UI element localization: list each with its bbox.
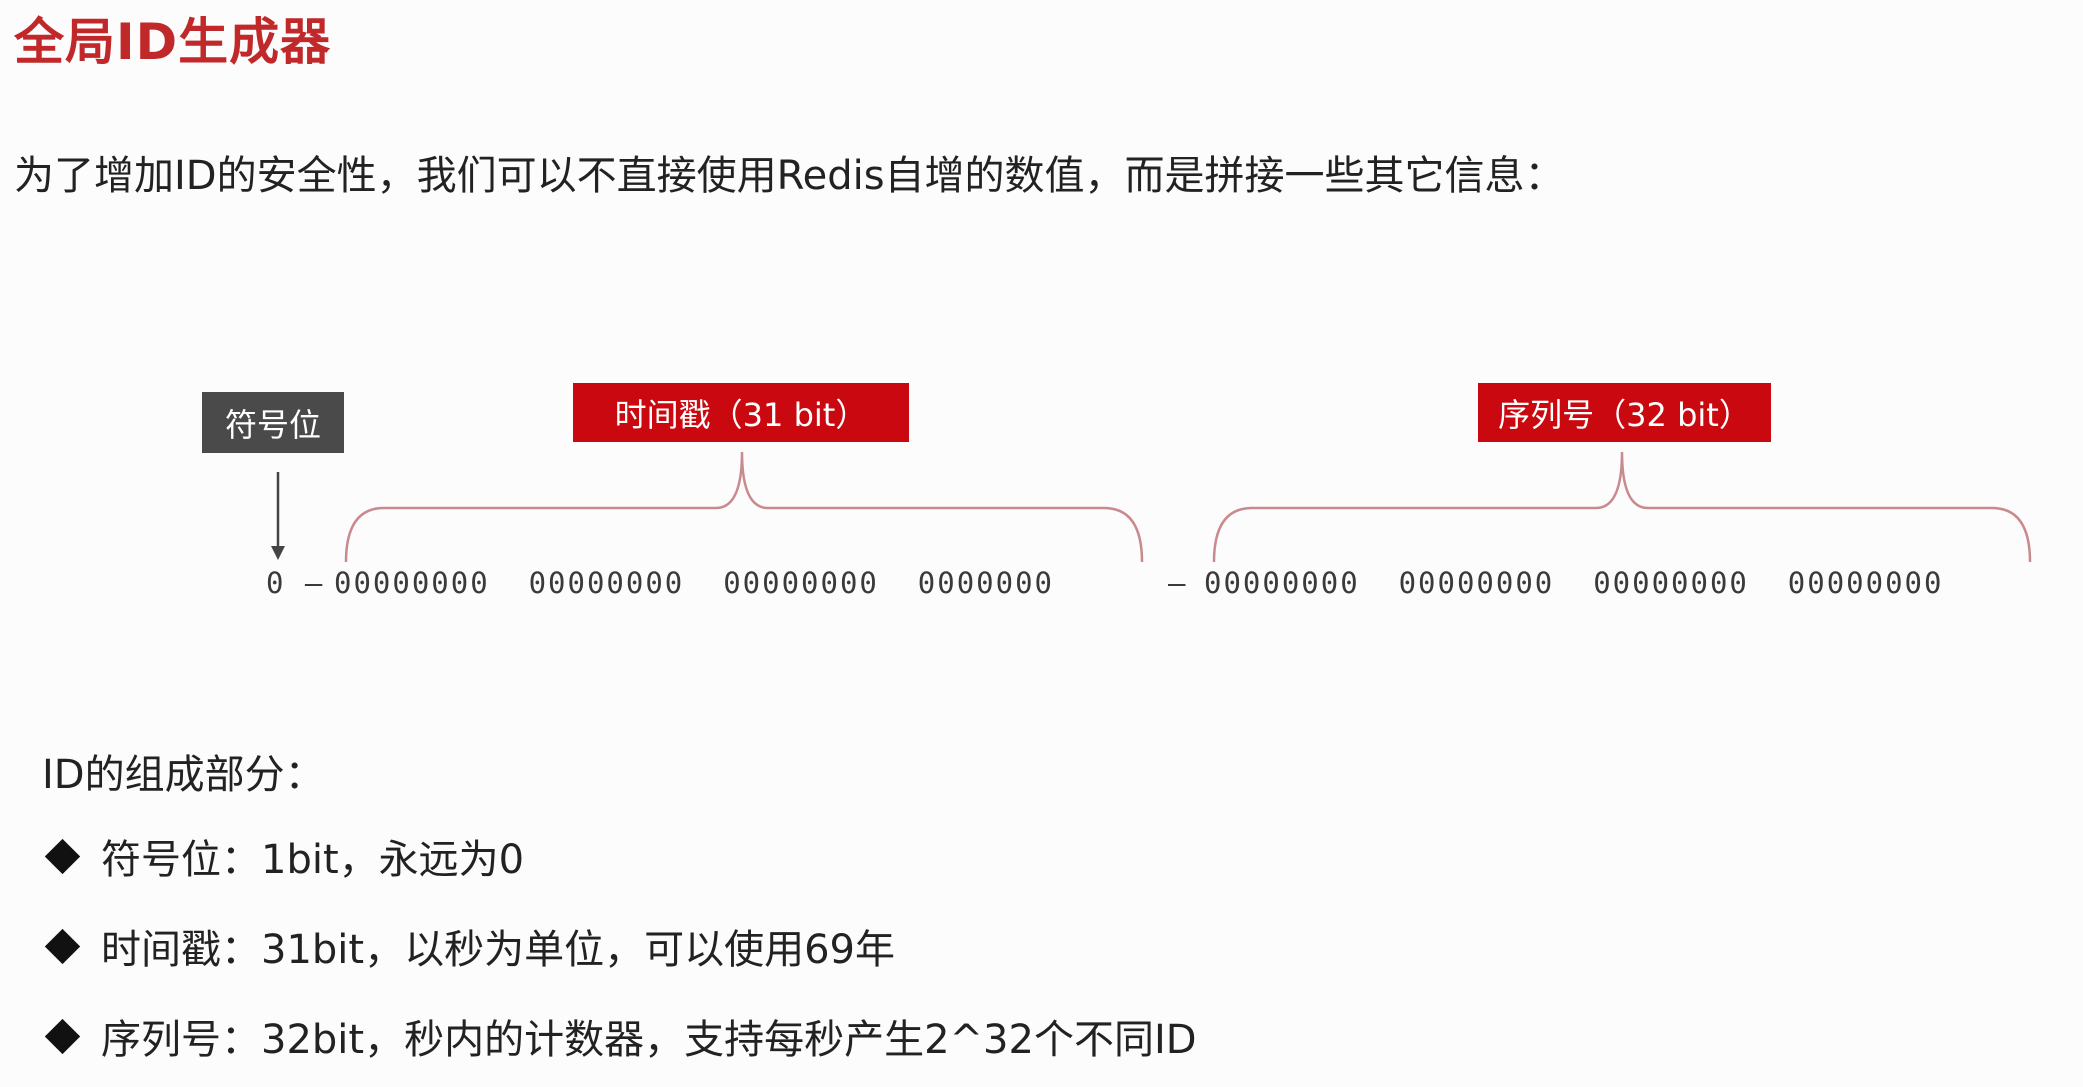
list-item-text: 符号位：1bit，永远为0 [101, 837, 525, 883]
list-item: 序列号：32bit，秒内的计数器，支持每秒产生2^32个不同ID [44, 1008, 1197, 1064]
timestamp-bits: 00000000 00000000 00000000 0000000 [334, 566, 1055, 600]
sign-bit-label: 符号位 [202, 392, 344, 453]
diamond-bullet-icon [44, 838, 81, 874]
intro-text: 为了增加ID的安全性，我们可以不直接使用Redis自增的数值，而是拼接一些其它信… [14, 153, 1565, 199]
sign-bits: 0 – [266, 566, 325, 600]
list-item-text: 时间戳：31bit，以秒为单位，可以使用69年 [101, 927, 895, 973]
page-title: 全局ID生成器 [14, 13, 332, 71]
list-item: 符号位：1bit，永远为0 [44, 828, 525, 884]
down-arrow-icon [271, 472, 285, 560]
list-item-text: 序列号：32bit，秒内的计数器，支持每秒产生2^32个不同ID [101, 1017, 1197, 1063]
sequence-label: 序列号（32 bit） [1478, 383, 1771, 442]
bits-separator: – [1168, 566, 1188, 600]
timestamp-label: 时间戳（31 bit） [573, 383, 909, 442]
diamond-bullet-icon [44, 928, 81, 964]
sequence-brace [1212, 451, 2032, 563]
diamond-bullet-icon [44, 1018, 81, 1054]
timestamp-brace [344, 451, 1144, 563]
list-item: 时间戳：31bit，以秒为单位，可以使用69年 [44, 918, 895, 974]
sequence-bits: 00000000 00000000 00000000 00000000 [1204, 566, 1944, 600]
parts-heading: ID的组成部分： [42, 752, 325, 798]
